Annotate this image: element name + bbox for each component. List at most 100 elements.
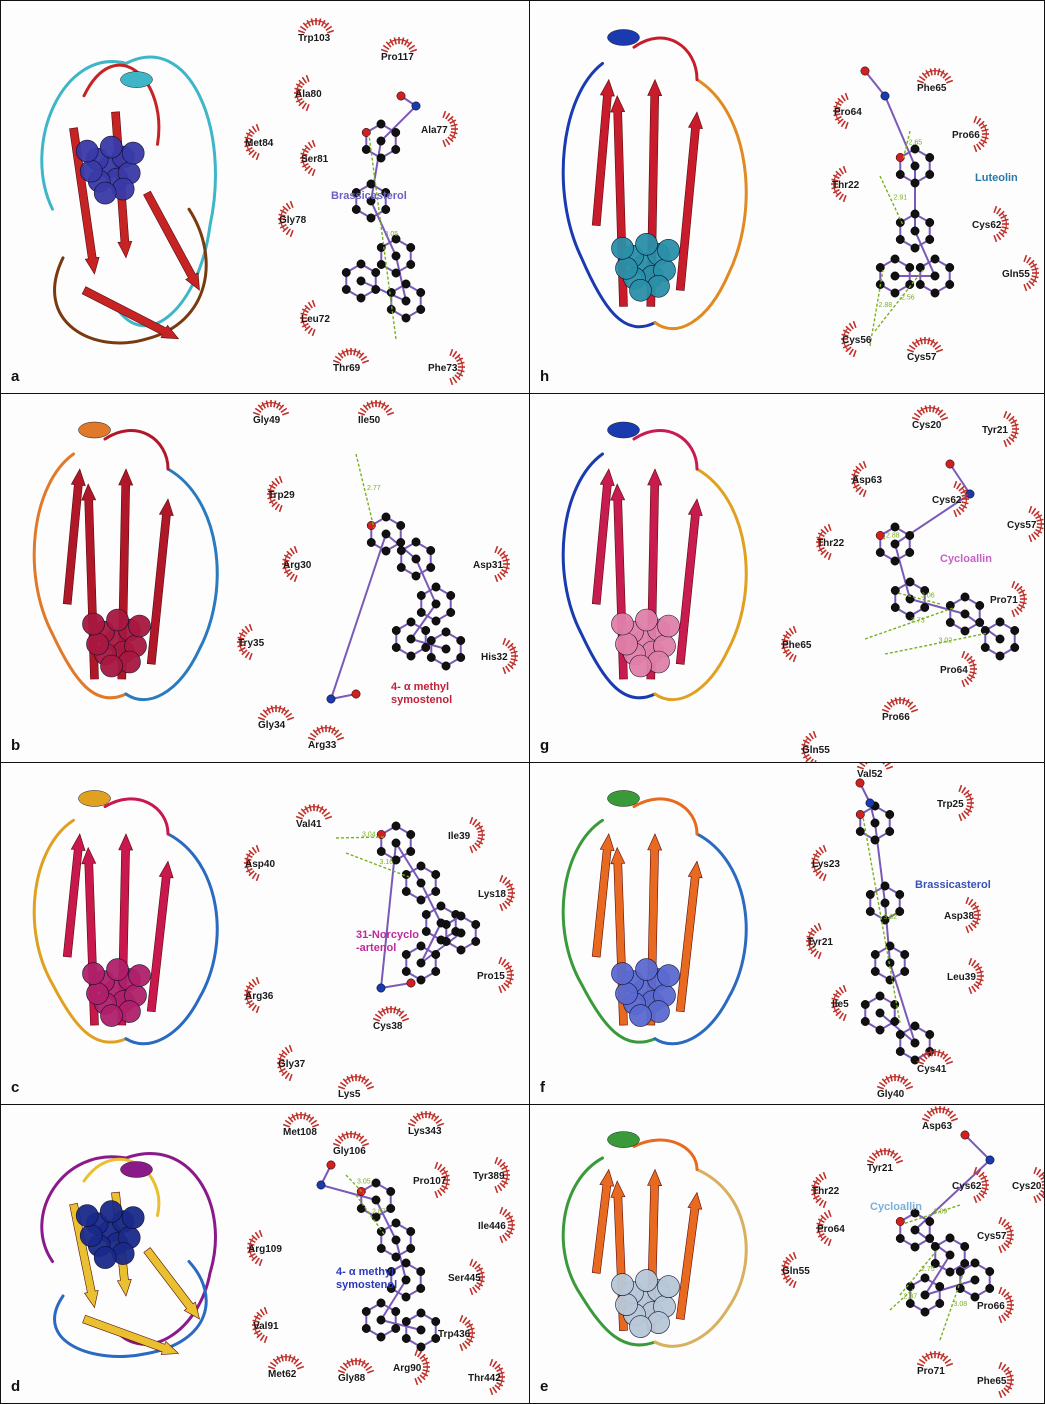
hydrophobic-contact	[381, 37, 417, 52]
atom	[392, 252, 400, 260]
contact-spoke	[1042, 1180, 1045, 1182]
contact-spoke	[895, 1156, 901, 1160]
contact-spoke	[290, 1045, 292, 1052]
contact-spoke	[970, 672, 977, 674]
hbond-distance: 2.87	[372, 1209, 386, 1216]
contact-spoke	[824, 526, 828, 532]
contact-spoke	[930, 1352, 932, 1359]
ligand-2d: 2.774- α methylsymostenol	[327, 454, 465, 706]
contact-spoke	[295, 546, 297, 553]
atom	[881, 92, 889, 100]
contact-spoke	[945, 76, 951, 80]
contact-spoke	[451, 132, 458, 134]
atom	[911, 1226, 919, 1234]
atom	[866, 907, 874, 915]
bond	[361, 281, 406, 301]
atom	[352, 690, 360, 698]
atom	[377, 154, 385, 162]
contact-spoke	[500, 875, 502, 882]
hbond-distance: 3.02	[884, 914, 898, 921]
contact-spoke	[849, 323, 853, 329]
contact-spoke	[463, 1343, 467, 1349]
protein-loop	[655, 80, 746, 329]
contact-spoke	[1004, 411, 1006, 418]
beta-strand	[63, 834, 85, 957]
contact-spoke	[446, 139, 450, 145]
contact-spoke	[911, 710, 918, 712]
ligand-sphere	[612, 963, 634, 985]
alpha-helix	[608, 422, 640, 438]
protein-loop	[105, 799, 168, 834]
bond	[381, 983, 411, 988]
atom	[891, 540, 899, 548]
contact-spoke	[503, 559, 510, 561]
atom	[866, 799, 874, 807]
contact-spoke	[824, 1172, 826, 1179]
atom	[432, 583, 440, 591]
ligand-name: Brassicasterol	[915, 879, 991, 891]
hydrophobic-contact	[922, 1106, 958, 1121]
contact-spoke	[511, 659, 518, 661]
atom	[447, 591, 455, 599]
atom	[442, 645, 450, 653]
atom	[911, 1056, 919, 1064]
atom	[916, 280, 924, 288]
atom	[402, 1334, 410, 1342]
contact-spoke	[319, 19, 321, 26]
residue-label: Phe65	[977, 1376, 1007, 1387]
protein-cartoon	[42, 1153, 216, 1356]
alpha-helix	[608, 29, 640, 45]
atom	[392, 839, 400, 847]
atom	[901, 950, 909, 958]
contact-spoke	[824, 1212, 828, 1218]
atom	[896, 218, 904, 226]
hbond-line	[346, 853, 409, 877]
contact-spoke	[819, 1200, 823, 1206]
atom	[427, 653, 435, 661]
contact-spoke	[260, 1230, 262, 1237]
contact-spoke	[366, 1082, 372, 1086]
contact-spoke	[470, 846, 472, 853]
atom	[362, 145, 370, 153]
hydrophobic-contact	[253, 400, 289, 415]
contact-spoke	[286, 713, 292, 717]
atom	[412, 538, 420, 546]
contact-spoke	[252, 847, 256, 853]
contact-spoke	[1027, 283, 1031, 289]
atom	[417, 959, 425, 967]
contact-spoke	[346, 1132, 348, 1139]
hbond-line	[875, 270, 923, 331]
contact-spoke	[410, 1119, 416, 1123]
atom	[891, 272, 899, 280]
atom	[891, 586, 899, 594]
contact-spoke	[946, 1062, 953, 1064]
contact-spoke	[367, 1087, 374, 1089]
atom	[986, 1267, 994, 1275]
contact-spoke	[295, 575, 297, 582]
contact-spoke	[307, 104, 309, 111]
ligand-name: 4- α methyl	[391, 681, 449, 693]
residue-label: Cys62	[952, 1181, 982, 1192]
ligand-sphere	[630, 279, 652, 301]
atom	[931, 1242, 939, 1250]
contact-spoke	[498, 1159, 502, 1165]
contact-spoke	[789, 1280, 793, 1286]
residue-label: Thr22	[817, 538, 845, 549]
residue-label: Cys62	[972, 220, 1002, 231]
contact-spoke	[302, 77, 306, 83]
atom	[891, 557, 899, 565]
contact-spoke	[478, 830, 485, 832]
protein-loop	[634, 1140, 697, 1170]
contact-spoke	[493, 1387, 497, 1393]
protein-loop	[634, 799, 697, 834]
contact-spoke	[950, 1114, 956, 1118]
contact-spoke	[896, 1161, 903, 1163]
hbond-distance: 3.16	[380, 859, 394, 866]
protein-cartoon	[42, 57, 216, 343]
hydrophobic-contact	[268, 1354, 304, 1369]
contact-spoke	[394, 38, 396, 45]
contact-spoke	[506, 666, 510, 672]
ligand-name: 31-Norcyclo	[356, 929, 419, 941]
contact-spoke	[859, 463, 863, 469]
contact-spoke	[260, 1309, 264, 1315]
